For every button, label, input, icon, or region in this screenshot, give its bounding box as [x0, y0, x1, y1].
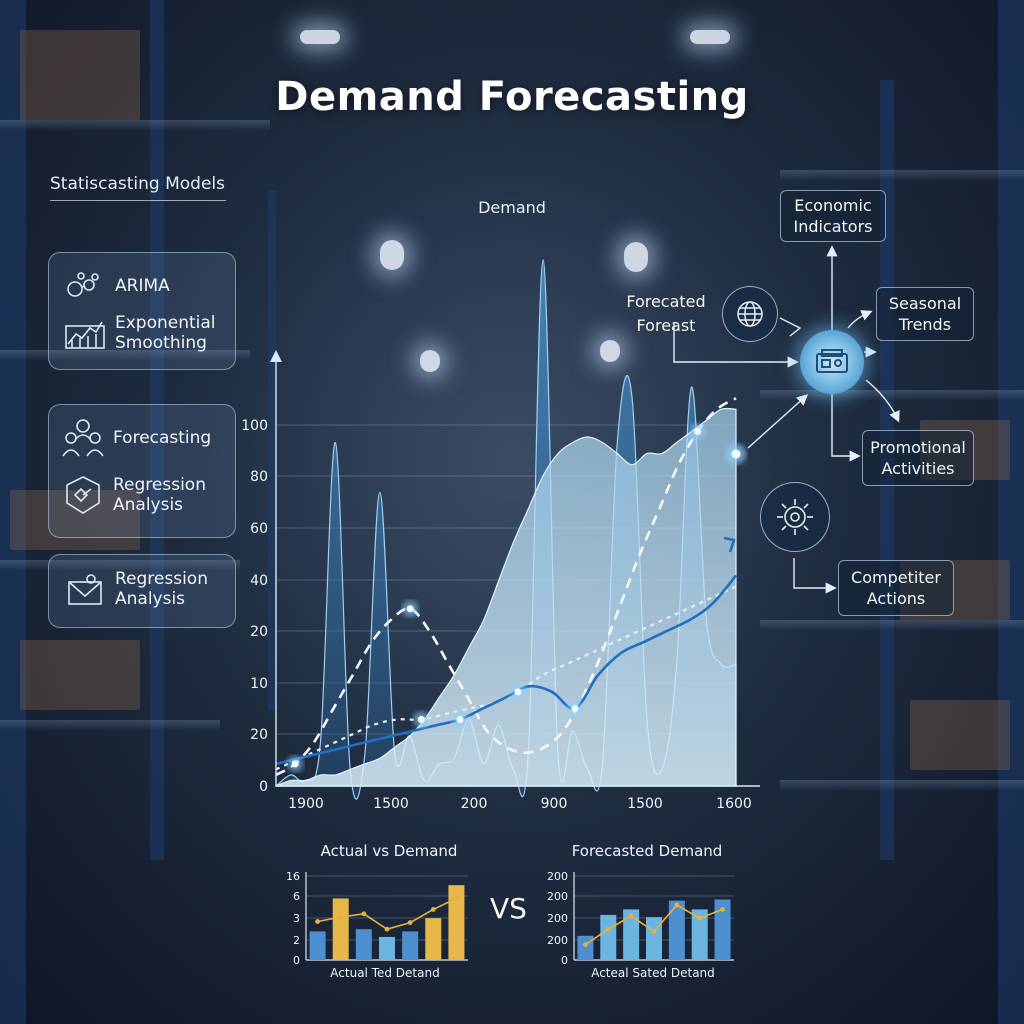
trend-chart-icon [63, 314, 107, 352]
model-panel-2: Forecasting Regression Analysis [48, 404, 236, 538]
target-gear-icon[interactable] [760, 482, 830, 552]
x-tick-label: 200 [461, 796, 488, 812]
y-tick-label: 60 [250, 521, 268, 537]
data-point [571, 704, 579, 712]
x-tick-label: 900 [541, 796, 568, 812]
shield-badge-icon [61, 476, 105, 514]
page-title: Demand Forecasting [275, 74, 749, 120]
data-point [456, 716, 464, 724]
data-point [406, 605, 414, 613]
forecasted-forecast-label: Forecated Foreast [626, 292, 706, 335]
network-nodes-icon [63, 267, 107, 305]
trend-arrowhead [723, 536, 736, 553]
envelope-icon [63, 570, 107, 608]
people-group-icon [61, 419, 105, 457]
model-label: Forecasting [113, 428, 212, 448]
model-panel-1: ARIMA Exponential Smoothing [48, 252, 236, 370]
model-item-regression-analysis[interactable]: Regression Analysis [61, 475, 206, 515]
trend-line-solid [275, 574, 738, 766]
data-point [291, 760, 299, 768]
model-item-forecasting[interactable]: Forecasting [61, 419, 211, 457]
model-label: Exponential Smoothing [115, 313, 216, 353]
globe-icon[interactable] [722, 286, 778, 342]
y-tick-label: 0 [259, 779, 268, 795]
y-tick-label: 20 [250, 727, 268, 743]
data-point [514, 688, 522, 696]
model-label: Regression Analysis [113, 475, 206, 515]
model-panel-3: Regression Analysis [48, 554, 236, 628]
model-item-arima[interactable]: ARIMA [63, 267, 170, 305]
y-tick-label: 20 [250, 624, 268, 640]
y-tick-label: 40 [250, 573, 268, 589]
competitor-actions-node[interactable]: Competiter Actions [838, 560, 954, 616]
y-axis-arrow [270, 350, 282, 362]
y-tick-label: 10 [250, 676, 268, 692]
data-hub-icon[interactable] [800, 330, 864, 394]
data-point [731, 449, 741, 459]
trend-line-dashed [275, 397, 737, 777]
model-item-regression-analysis-2[interactable]: Regression Analysis [63, 569, 208, 609]
data-point [417, 716, 425, 724]
forecast-area [275, 407, 737, 787]
seasonal-trends-node[interactable]: Seasonal Trends [876, 287, 974, 341]
promotional-activities-node[interactable]: Promotional Activities [862, 430, 974, 486]
x-tick-label: 1900 [288, 796, 324, 812]
x-tick-label: 1600 [716, 796, 752, 812]
models-heading: Statiscasting Models [50, 174, 226, 201]
vs-label: VS [490, 892, 527, 925]
x-tick-label: 1500 [627, 796, 663, 812]
y-tick-label: 80 [250, 469, 268, 485]
model-item-exponential-smoothing[interactable]: Exponential Smoothing [63, 313, 216, 353]
data-point [694, 427, 702, 435]
main-chart-title: Demand [478, 198, 546, 217]
y-tick-label: 100 [241, 418, 268, 434]
economic-indicators-node[interactable]: Economic Indicators [780, 190, 886, 242]
model-label: Regression Analysis [115, 569, 208, 609]
x-tick-label: 1500 [373, 796, 409, 812]
model-label: ARIMA [115, 276, 170, 296]
